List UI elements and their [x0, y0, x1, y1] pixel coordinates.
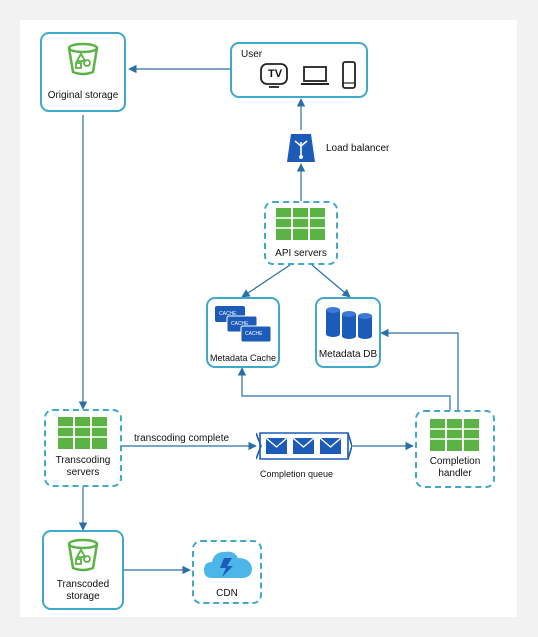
original-storage-node: Original storage — [40, 32, 126, 112]
user-label: User — [241, 49, 263, 60]
server-rack-icon — [430, 419, 479, 451]
bucket-icon — [67, 538, 99, 572]
bucket-icon — [67, 42, 99, 76]
api-servers-label: API servers — [275, 248, 327, 259]
transcoding-servers-label-2: servers — [66, 467, 100, 478]
completion-handler-label-1: Completion — [429, 456, 481, 467]
cache-tag-3: CACHE — [245, 331, 263, 337]
metadata-db-label: Metadata DB — [318, 349, 378, 360]
server-rack-icon — [58, 417, 107, 449]
completion-queue-label: Completion queue — [260, 469, 334, 479]
user-node: User TV — [230, 42, 368, 98]
transcoded-storage-node: Transcoded storage — [42, 530, 124, 610]
edge-api-to-cache — [241, 264, 291, 298]
transcoding-servers-node: Transcoding servers — [44, 409, 122, 487]
tv-text: TV — [268, 68, 283, 80]
queue-icon — [256, 432, 352, 460]
edge-handler-to-cache — [237, 367, 451, 410]
original-storage-label: Original storage — [47, 90, 119, 101]
transcoded-storage-label-1: Transcoded — [56, 579, 110, 590]
tv-icon — [260, 63, 288, 88]
edge-api-to-db — [311, 264, 351, 298]
cdn-node: CDN — [192, 540, 262, 604]
database-icon — [326, 307, 372, 339]
completion-handler-node: Completion handler — [415, 410, 495, 488]
cache-icon: CACHE CACHE CACHE — [215, 306, 272, 343]
laptop-icon — [301, 66, 329, 85]
load-balancer-label: Load balancer — [326, 143, 390, 154]
load-balancer-icon — [287, 134, 315, 162]
cache-tag-1: CACHE — [219, 311, 237, 317]
completion-handler-label-2: handler — [438, 468, 472, 479]
cdn-label: CDN — [216, 588, 238, 599]
metadata-db-node: Metadata DB — [315, 297, 381, 368]
api-servers-node: API servers — [264, 201, 338, 265]
metadata-cache-label: Metadata Cache — [209, 353, 277, 363]
server-rack-icon — [276, 208, 325, 240]
diagram-edges — [78, 64, 459, 575]
phone-icon — [342, 61, 356, 89]
cdn-cloud-icon — [204, 551, 252, 578]
transcoding-servers-label-1: Transcoding — [55, 455, 111, 466]
cache-tag-2: CACHE — [231, 321, 249, 327]
diagram-canvas: Original storage User TV Load balancer — [20, 20, 517, 617]
transcoding-complete-label: transcoding complete — [134, 433, 230, 444]
metadata-cache-node: CACHE CACHE CACHE Metadata Cache — [206, 297, 280, 368]
edge-handler-to-db — [380, 328, 459, 410]
transcoded-storage-label-2: storage — [66, 591, 100, 602]
